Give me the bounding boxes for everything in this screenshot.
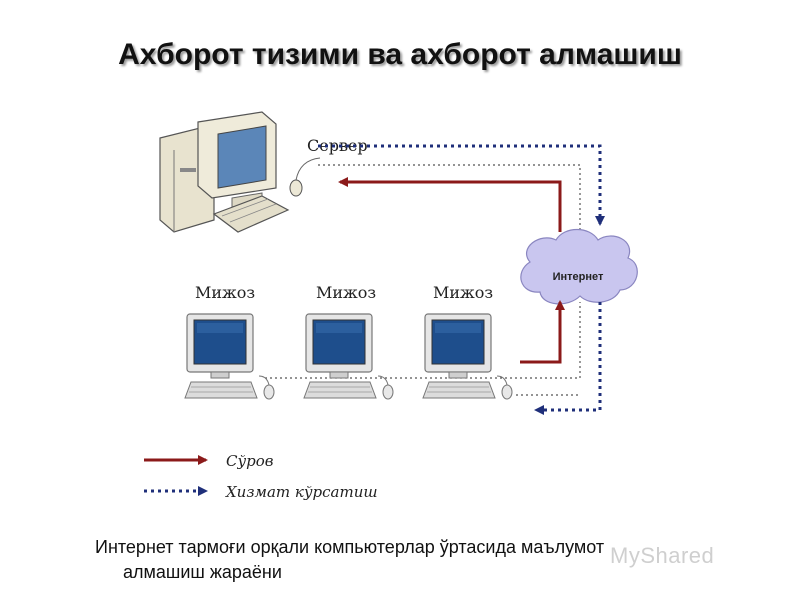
service-arrow-to-clients (534, 302, 602, 415)
watermark: MyShared (610, 543, 715, 568)
internet-cloud: Интернет (520, 228, 638, 305)
legend: Сўров Хизмат кўрсатиш (144, 452, 378, 501)
server-computer (159, 111, 321, 233)
request-arrow-to-internet (520, 300, 565, 364)
client-label: Мижоз (433, 283, 493, 302)
client-label: Мижоз (316, 283, 376, 302)
client-computer (184, 313, 275, 400)
server-link-line (318, 164, 581, 248)
caption-line-1: Интернет тармоғи орқали компьютерлар ўрт… (95, 537, 605, 557)
caption-line-2: алмашиш жараёни (123, 562, 282, 582)
service-arrow-down (318, 144, 605, 226)
internet-label: Интернет (553, 271, 604, 283)
page-title: Ахборот тизими ва ахборот алмашиш (118, 38, 682, 71)
client-label: Мижоз (195, 283, 255, 302)
caption: Интернет тармоғи орқали компьютерлар ўрт… (95, 535, 755, 585)
client-computer (422, 313, 513, 400)
request-arrow-to-server (338, 177, 562, 232)
client-bus-line (265, 302, 581, 379)
legend-service-label: Хизмат кўрсатиш (225, 483, 378, 501)
client-computer (303, 313, 394, 400)
server-label: Сервер (307, 136, 368, 155)
legend-request-label: Сўров (226, 452, 274, 470)
